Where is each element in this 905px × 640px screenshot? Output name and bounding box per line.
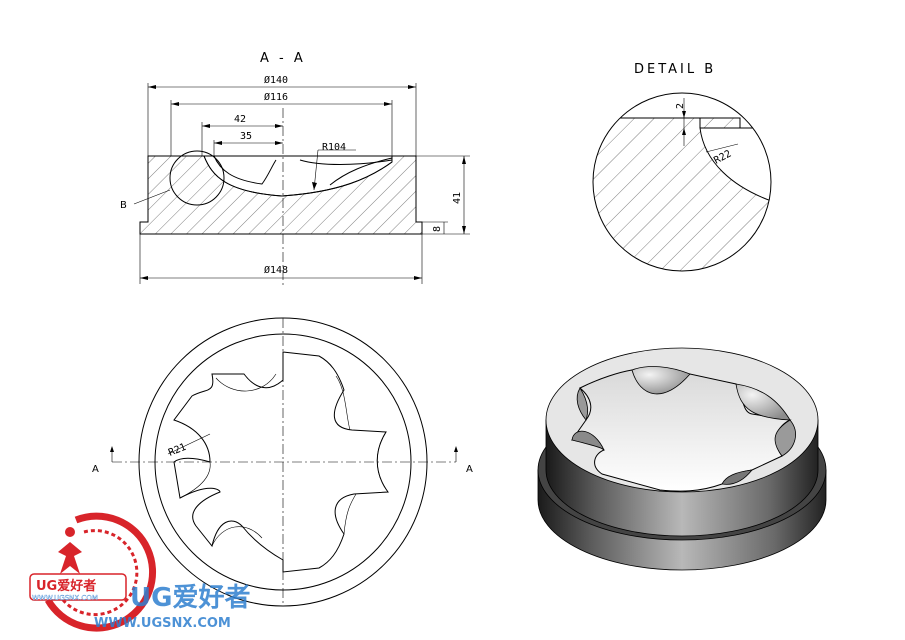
- top-view: A A R21: [92, 317, 473, 607]
- dim-d148: Ø148: [264, 264, 288, 276]
- watermark-badge-text: UG爱好者: [36, 578, 96, 594]
- section-view: A - A B Ø140 Ø116 42: [120, 51, 470, 286]
- detail-view: DETAIL B 2 R22: [592, 62, 772, 272]
- dim-d140: Ø140: [264, 74, 288, 86]
- dim-r21: R21: [167, 442, 188, 459]
- detail-b-callout-label: B: [120, 200, 127, 211]
- section-marker-right: A: [466, 464, 473, 475]
- watermark-logo-text: UG爱好者: [130, 583, 250, 613]
- section-marker-left: A: [92, 464, 99, 475]
- iso-view: [537, 347, 827, 571]
- detail-circle: [592, 92, 772, 272]
- dim-r104: R104: [322, 142, 346, 153]
- dim-42: 42: [234, 114, 246, 125]
- watermark-url: WWW.UGSNX.COM: [94, 616, 231, 631]
- watermark: UG爱好者 WWW.UGSNX.COM UG爱好者 WWW.UGSNX.COM: [29, 512, 250, 632]
- detail-dim-2: 2: [675, 103, 686, 109]
- watermark-badge-url: WWW.UGSNX.COM: [32, 594, 98, 602]
- detail-dim-r22: R22: [712, 148, 733, 166]
- watermark-badge: UG爱好者 WWW.UGSNX.COM: [29, 512, 157, 632]
- dim-35: 35: [240, 131, 252, 142]
- dim-41: 41: [452, 192, 463, 204]
- section-title: A - A: [260, 51, 306, 66]
- section-body: [139, 155, 423, 235]
- dim-8: 8: [432, 226, 443, 232]
- dim-d116: Ø116: [264, 91, 288, 103]
- detail-title: DETAIL B: [634, 62, 716, 77]
- detail-hatch: [593, 118, 771, 271]
- detail-b-callout-circle: [169, 150, 225, 206]
